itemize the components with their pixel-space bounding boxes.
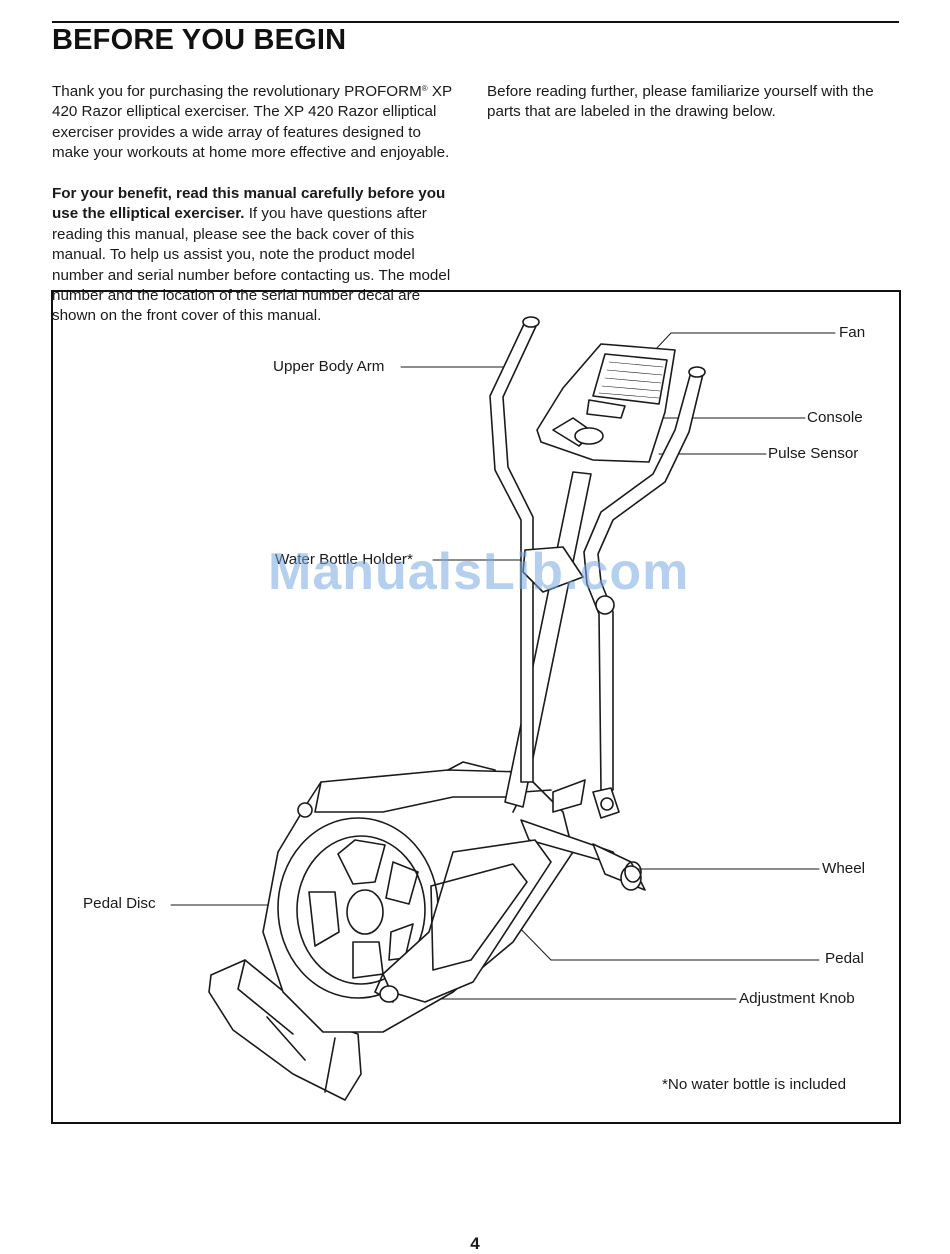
label-pedal-disc: Pedal Disc: [83, 895, 156, 912]
left-arm: [489, 316, 584, 783]
elliptical-drawing: [170, 316, 836, 1101]
intro-right-column: Before reading further, please familiari…: [487, 82, 897, 143]
parts-diagram: Fan Console Pulse Sensor Upper Body Arm …: [51, 290, 901, 1124]
intro-bold-warning: For your benefit, read this manual caref…: [52, 185, 446, 223]
intro-paragraph-2: For your benefit, read this manual caref…: [52, 185, 451, 325]
label-fan: Fan: [839, 324, 866, 341]
rail-and-wheel: [512, 789, 646, 891]
pedal-arm: [374, 839, 552, 1003]
fan-grille-drawing: [598, 361, 664, 399]
top-rule: [52, 21, 899, 23]
front-stabilizer: [208, 959, 362, 1101]
right-arm: [583, 366, 706, 819]
label-water-bottle-holder: Water Bottle Holder*: [275, 551, 413, 568]
label-pedal: Pedal: [825, 950, 864, 967]
label-adjustment-knob: Adjustment Knob: [739, 990, 855, 1007]
registered-mark: ®: [421, 84, 428, 93]
footnote: *No water bottle is included: [662, 1076, 847, 1093]
intro-left-column: Thank you for purchasing the revolutiona…: [52, 82, 462, 347]
label-console: Console: [807, 409, 863, 426]
intro-paragraph-1: Thank you for purchasing the revolutiona…: [52, 83, 452, 162]
label-pulse-sensor: Pulse Sensor: [768, 445, 859, 462]
label-wheel: Wheel: [822, 860, 866, 877]
page-title: BEFORE YOU BEGIN: [52, 24, 347, 56]
wheel-drawing: [624, 861, 642, 883]
console-drawing: [536, 343, 676, 463]
main-upright: [504, 471, 592, 813]
page-number: 4: [470, 1234, 480, 1253]
label-upper-body-arm: Upper Body Arm: [273, 358, 385, 375]
intro-paragraph-3: Before reading further, please familiari…: [487, 83, 874, 121]
watermark: ManualsLib.com: [268, 543, 690, 601]
